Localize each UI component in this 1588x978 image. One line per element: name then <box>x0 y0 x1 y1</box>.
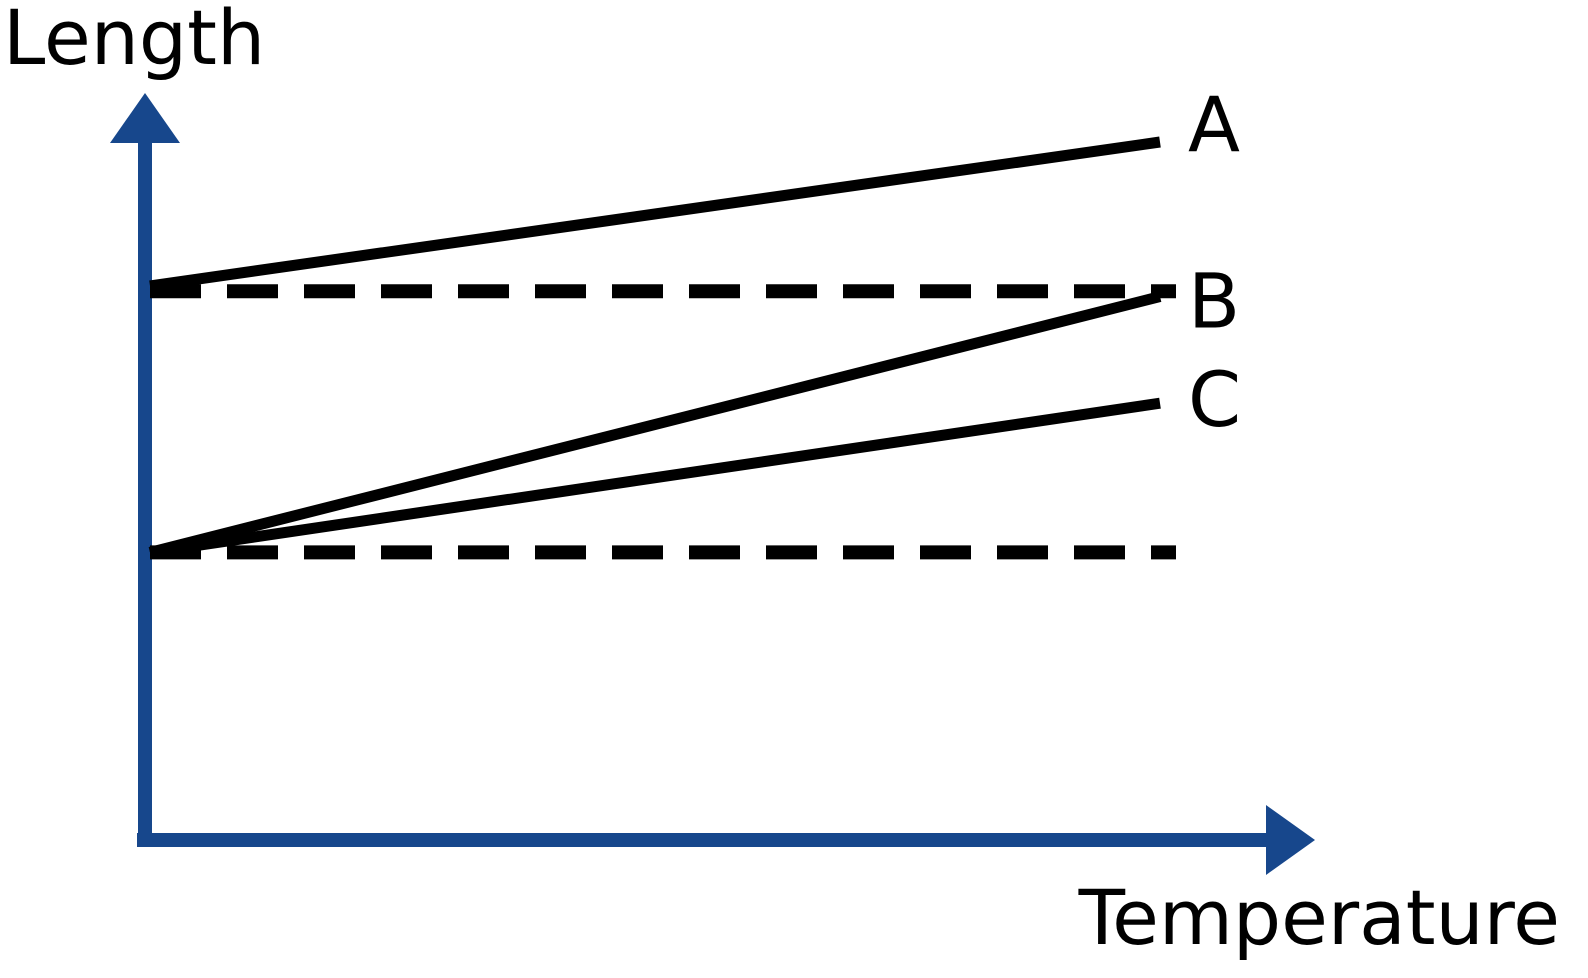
y-axis-label: Length <box>3 0 265 82</box>
reference-lines <box>150 284 1176 560</box>
x-axis-label: Temperature <box>1078 873 1560 962</box>
x-axis-arrowhead <box>1266 805 1315 875</box>
series-label-b: B <box>1188 257 1240 346</box>
series-label-a: A <box>1188 80 1240 169</box>
series-label-c: C <box>1188 355 1241 444</box>
series-lines <box>148 136 1162 558</box>
series-line-b <box>148 291 1162 558</box>
series-line-c <box>149 397 1161 558</box>
series-labels: ABC <box>1188 80 1241 444</box>
y-axis-arrowhead <box>110 93 180 143</box>
series-line-a <box>149 136 1161 292</box>
